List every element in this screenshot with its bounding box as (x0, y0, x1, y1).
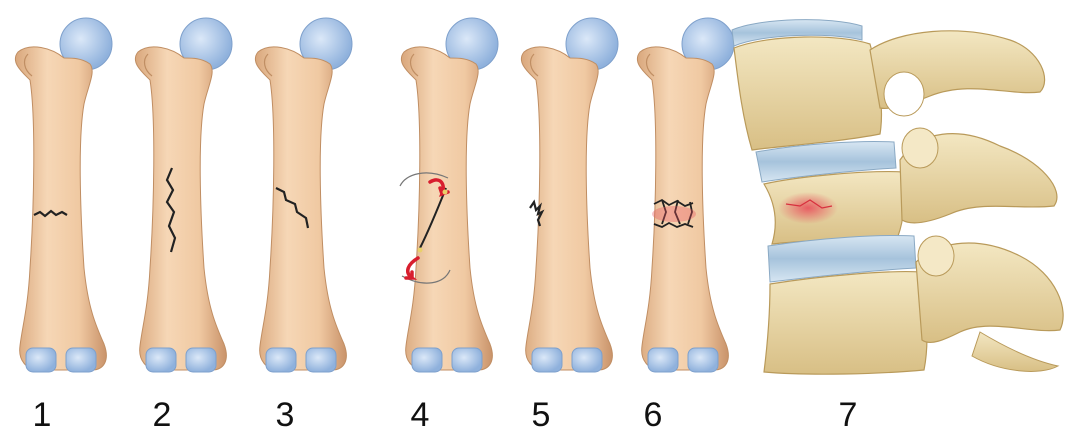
compression-injury (778, 192, 838, 224)
femur-panel-4 (400, 18, 498, 372)
femur-panel-1 (15, 18, 112, 372)
femur-panel-5 (521, 18, 618, 372)
label-7: 7 (839, 398, 858, 432)
label-1: 1 (33, 398, 52, 432)
label-6: 6 (644, 398, 663, 432)
vertebra-top (734, 37, 882, 150)
femur-panel-2 (135, 18, 232, 372)
femur-panel-3 (255, 18, 352, 372)
label-4: 4 (411, 398, 430, 432)
vertebra-bottom (764, 272, 927, 375)
label-3: 3 (276, 398, 295, 432)
femur-panel-6 (637, 18, 734, 372)
label-2: 2 (153, 398, 172, 432)
label-5: 5 (532, 398, 551, 432)
vertebrae-panel-7 (732, 20, 1063, 375)
